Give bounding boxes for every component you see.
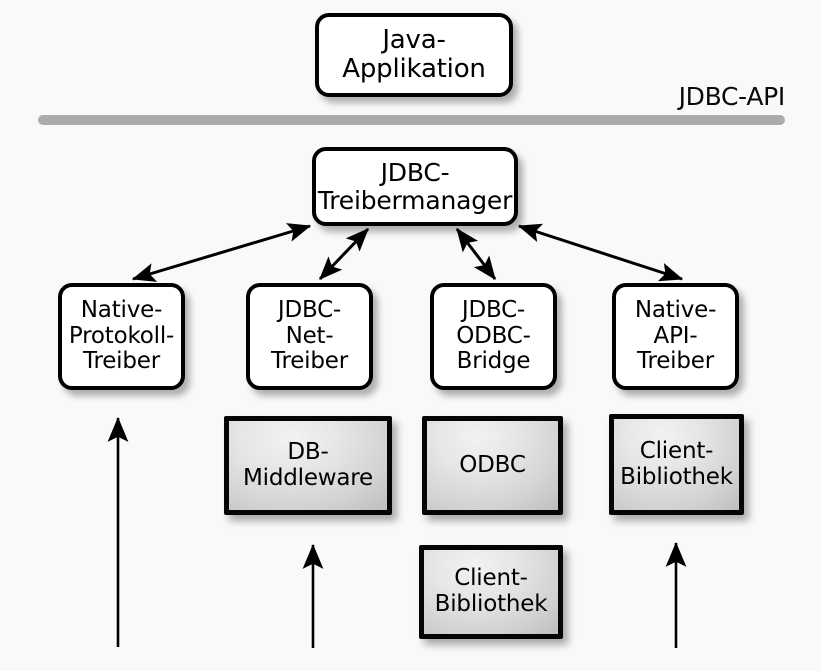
jdbc-api-label: JDBC-API [678, 82, 786, 111]
jdbc-api-separator-bar [38, 115, 785, 125]
node-native-api-driver[interactable]: Native- API- Treiber [612, 283, 739, 390]
connector-manager-jdbc-odbc-bridge [455, 228, 497, 280]
connector-manager-jdbc-net [318, 227, 370, 281]
node-db-middleware[interactable]: DB- Middleware [224, 416, 392, 515]
node-jdbc-odbc-bridge[interactable]: JDBC- ODBC- Bridge [430, 283, 557, 390]
node-client-library-right[interactable]: Client- Bibliothek [609, 414, 744, 515]
node-native-protocol-driver[interactable]: Native- Protokoll- Treiber [58, 283, 185, 390]
node-odbc[interactable]: ODBC [422, 416, 563, 515]
node-java-application[interactable]: Java- Applikation [315, 13, 513, 97]
connector-manager-native-protocol [131, 223, 312, 282]
node-jdbc-driver-manager[interactable]: JDBC- Treibermanager [312, 147, 518, 226]
connector-manager-native-api [517, 223, 684, 282]
node-jdbc-net-driver[interactable]: JDBC- Net- Treiber [246, 283, 373, 390]
node-client-library-center[interactable]: Client- Bibliothek [419, 545, 563, 639]
